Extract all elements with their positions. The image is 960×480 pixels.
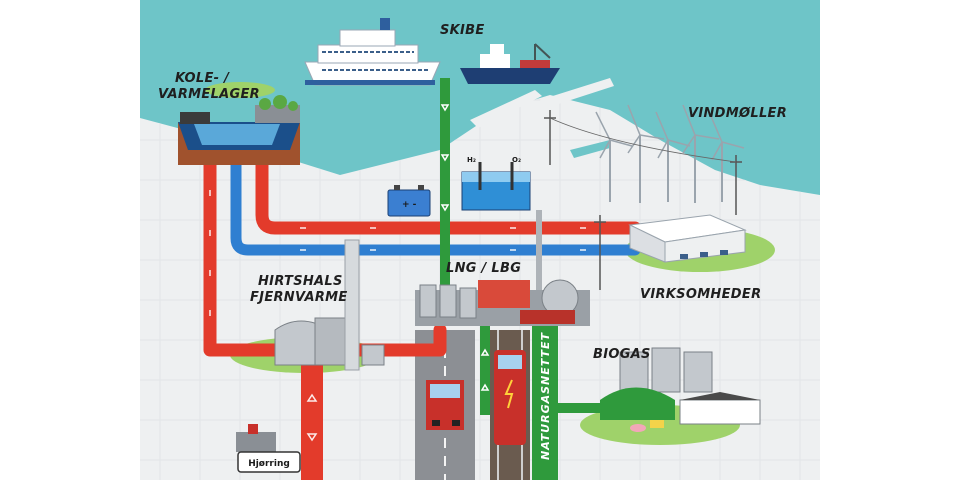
harbour-pier (570, 140, 610, 158)
biogas-plant (600, 347, 761, 432)
biogas-label: BIOGAS (593, 347, 651, 362)
companies-label: VIRKSOMHEDER (640, 287, 761, 302)
district-heating-label-line2: FJERNVARME (250, 290, 348, 305)
heat-storage (178, 95, 300, 165)
cargo-ship (460, 43, 560, 84)
companies-buildings (628, 214, 747, 263)
wind-turbines (595, 104, 745, 203)
oxygen-label: O₂ (512, 156, 521, 164)
lng-terminal (415, 210, 590, 326)
lng-label: LNG / LBG (446, 261, 521, 276)
battery-icon: + - (387, 185, 431, 217)
gas-pipes (440, 78, 610, 480)
district-heating-label-line1: HIRTSHALS (258, 274, 343, 289)
energy-system-diagram: NATURGASNETTET + - H₂ (140, 0, 820, 480)
harbour-pier (540, 78, 614, 108)
heat-pipes (203, 158, 642, 480)
svg-text:+ -: + - (402, 200, 417, 210)
wind-turbines-label: VINDMØLLER (688, 106, 787, 121)
storage-label-line1: KOLE- / (175, 71, 230, 86)
grass-patch (205, 82, 275, 98)
hydrogen-label: H₂ (467, 156, 476, 164)
electrolyser: H₂ O₂ (461, 156, 531, 211)
truck (426, 380, 464, 430)
town-sign-label: Hjørring (248, 459, 290, 469)
ships-label: SKIBE (440, 23, 485, 38)
diagram-canvas: NATURGASNETTET + - H₂ (140, 0, 820, 480)
train (494, 350, 526, 445)
hjorring-town: Hjørring (236, 424, 301, 473)
ferry-ship (304, 18, 441, 86)
harbour-pier (470, 90, 542, 128)
power-lines (544, 110, 742, 290)
district-heating-plant (274, 239, 385, 371)
storage-label-line2: VARMELAGER (158, 87, 260, 102)
gas-grid-label: NATURGASNETTET (539, 331, 552, 460)
